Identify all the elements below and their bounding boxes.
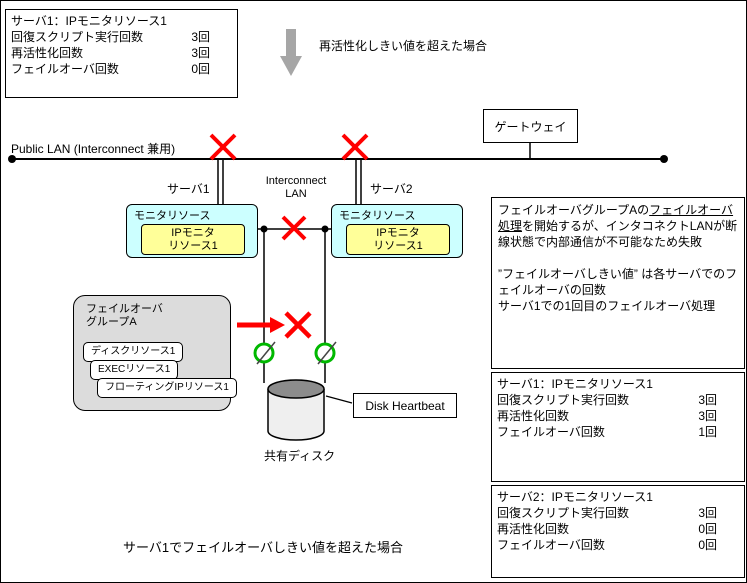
stat-row: 再活性化回数 3回 bbox=[497, 408, 739, 424]
heartbeat-callout-line bbox=[325, 395, 353, 404]
stat-row-label: 再活性化回数 bbox=[11, 46, 84, 60]
stat-row: 再活性化回数 3回 bbox=[11, 45, 232, 61]
stat-row: フェイルオーバ回数 0回 bbox=[497, 537, 739, 553]
stat-row-value: 0回 bbox=[191, 62, 210, 76]
interconnect-break-x-icon bbox=[281, 215, 307, 241]
stat-box-server1-before: サーバ1：IPモニタリソース1 回復スクリプト実行回数 3回 再活性化回数 3回… bbox=[5, 9, 238, 98]
bottom-caption: サーバ1でフェイルオーバしきい値を超えた場合 bbox=[123, 540, 403, 555]
public-lan-line bbox=[8, 155, 668, 163]
gateway-box: ゲートウェイ bbox=[483, 109, 578, 143]
stat-row-value: 3回 bbox=[698, 506, 717, 520]
server2-label: サーバ2 bbox=[370, 182, 413, 196]
stat-row-label: フェイルオーバ回数 bbox=[497, 425, 605, 439]
lan-break-x-icon bbox=[209, 133, 237, 161]
resource-exec: EXECリソース1 bbox=[90, 360, 179, 380]
description-paragraph-3: サーバ1での1回目のフェイルオーバ処理 bbox=[498, 299, 716, 313]
disk-access-indicator-icon bbox=[314, 341, 337, 365]
underlined-text: フェイルオーバ処理 bbox=[498, 203, 734, 233]
server1-ip-monitor-resource: IPモニタ リソース1 bbox=[141, 224, 245, 255]
disk-heartbeat-box: Disk Heartbeat bbox=[353, 393, 457, 418]
stat-row-label: 再活性化回数 bbox=[497, 522, 570, 536]
stat-row: フェイルオーバ回数 0回 bbox=[11, 61, 232, 77]
stat-row-value: 1回 bbox=[698, 425, 717, 439]
stat-row-label: 再活性化回数 bbox=[497, 409, 570, 423]
stat-row: 再活性化回数 0回 bbox=[497, 521, 739, 537]
stat-row: 回復スクリプト実行回数 3回 bbox=[497, 505, 739, 521]
stat-box-server1-after: サーバ1：IPモニタリソース1 回復スクリプト実行回数 3回 再活性化回数 3回… bbox=[491, 372, 745, 482]
stat-box-server2: サーバ2：IPモニタリソース1 回復スクリプト実行回数 3回 再活性化回数 0回… bbox=[491, 485, 745, 578]
server2-monitor-resource-box: モニタリソース IPモニタ リソース1 bbox=[331, 204, 463, 258]
server1-monitor-resource-box: モニタリソース IPモニタ リソース1 bbox=[126, 204, 258, 258]
disk-heartbeat-label: Disk Heartbeat bbox=[365, 398, 445, 413]
stat-row-value: 0回 bbox=[698, 538, 717, 552]
server1-label: サーバ1 bbox=[167, 182, 210, 196]
stat-row-label: 回復スクリプト実行回数 bbox=[497, 506, 630, 520]
server2-ip-monitor-resource: IPモニタ リソース1 bbox=[346, 224, 450, 255]
description-paragraph-2: ”フェイルオーバしきい値” は各サーバでのフェイルオーバの回数 bbox=[498, 267, 738, 297]
resource-floating-ip: フローティングIPリソース1 bbox=[97, 378, 237, 398]
stat-row-label: 回復スクリプト実行回数 bbox=[11, 30, 144, 44]
monitor-resource-label: モニタリソース bbox=[339, 210, 416, 222]
description-box: フェイルオーバグループAのフェイルオーバ処理を開始するが、インタコネクトLANが… bbox=[491, 197, 745, 369]
shared-disk-icon bbox=[267, 379, 325, 441]
description-paragraph-1: フェイルオーバグループAのフェイルオーバ処理を開始するが、インタコネクトLANが… bbox=[498, 203, 738, 249]
threshold-exceeded-note: 再活性化しきい値を超えた場合 bbox=[319, 39, 488, 53]
stat-row-label: フェイルオーバ回数 bbox=[497, 538, 605, 552]
server2-lan-cable bbox=[355, 159, 362, 204]
stat-row-value: 3回 bbox=[191, 30, 210, 44]
stat-row-label: フェイルオーバ回数 bbox=[11, 62, 119, 76]
stat-box-title: サーバ1：IPモニタリソース1 bbox=[497, 377, 653, 391]
lan-endpoint-left bbox=[8, 155, 16, 163]
stat-row-label: 回復スクリプト実行回数 bbox=[497, 393, 630, 407]
stat-box-title: サーバ2：IPモニタリソース1 bbox=[497, 490, 653, 504]
monitor-resource-label: モニタリソース bbox=[134, 210, 211, 222]
stat-row: 回復スクリプト実行回数 3回 bbox=[497, 392, 739, 408]
interconnect-lan-label: Interconnect LAN bbox=[265, 175, 327, 200]
public-lan-label: Public LAN (Interconnect 兼用) bbox=[11, 142, 176, 156]
stat-row-value: 3回 bbox=[698, 393, 717, 407]
stat-box-title: サーバ1：IPモニタリソース1 bbox=[11, 14, 167, 28]
failover-fail-x-icon bbox=[284, 311, 312, 339]
stat-row-value: 3回 bbox=[191, 46, 210, 60]
gateway-label: ゲートウェイ bbox=[494, 119, 567, 134]
stat-row-value: 3回 bbox=[698, 409, 717, 423]
disk-access-indicator-icon bbox=[253, 341, 276, 365]
stat-row-value: 0回 bbox=[698, 522, 717, 536]
resource-disk: ディスクリソース1 bbox=[83, 342, 184, 362]
failover-group-a-title: フェイルオーバ グループA bbox=[86, 303, 163, 328]
stat-row: フェイルオーバ回数 1回 bbox=[497, 424, 739, 440]
lan-endpoint-right bbox=[660, 155, 668, 163]
server1-lan-cable bbox=[217, 159, 224, 204]
lan-break-x-icon bbox=[341, 133, 369, 161]
down-arrow-icon bbox=[280, 29, 302, 76]
shared-disk-label: 共有ディスク bbox=[264, 449, 336, 463]
stat-row: 回復スクリプト実行回数 3回 bbox=[11, 29, 232, 45]
failover-arrow-icon bbox=[237, 317, 285, 333]
